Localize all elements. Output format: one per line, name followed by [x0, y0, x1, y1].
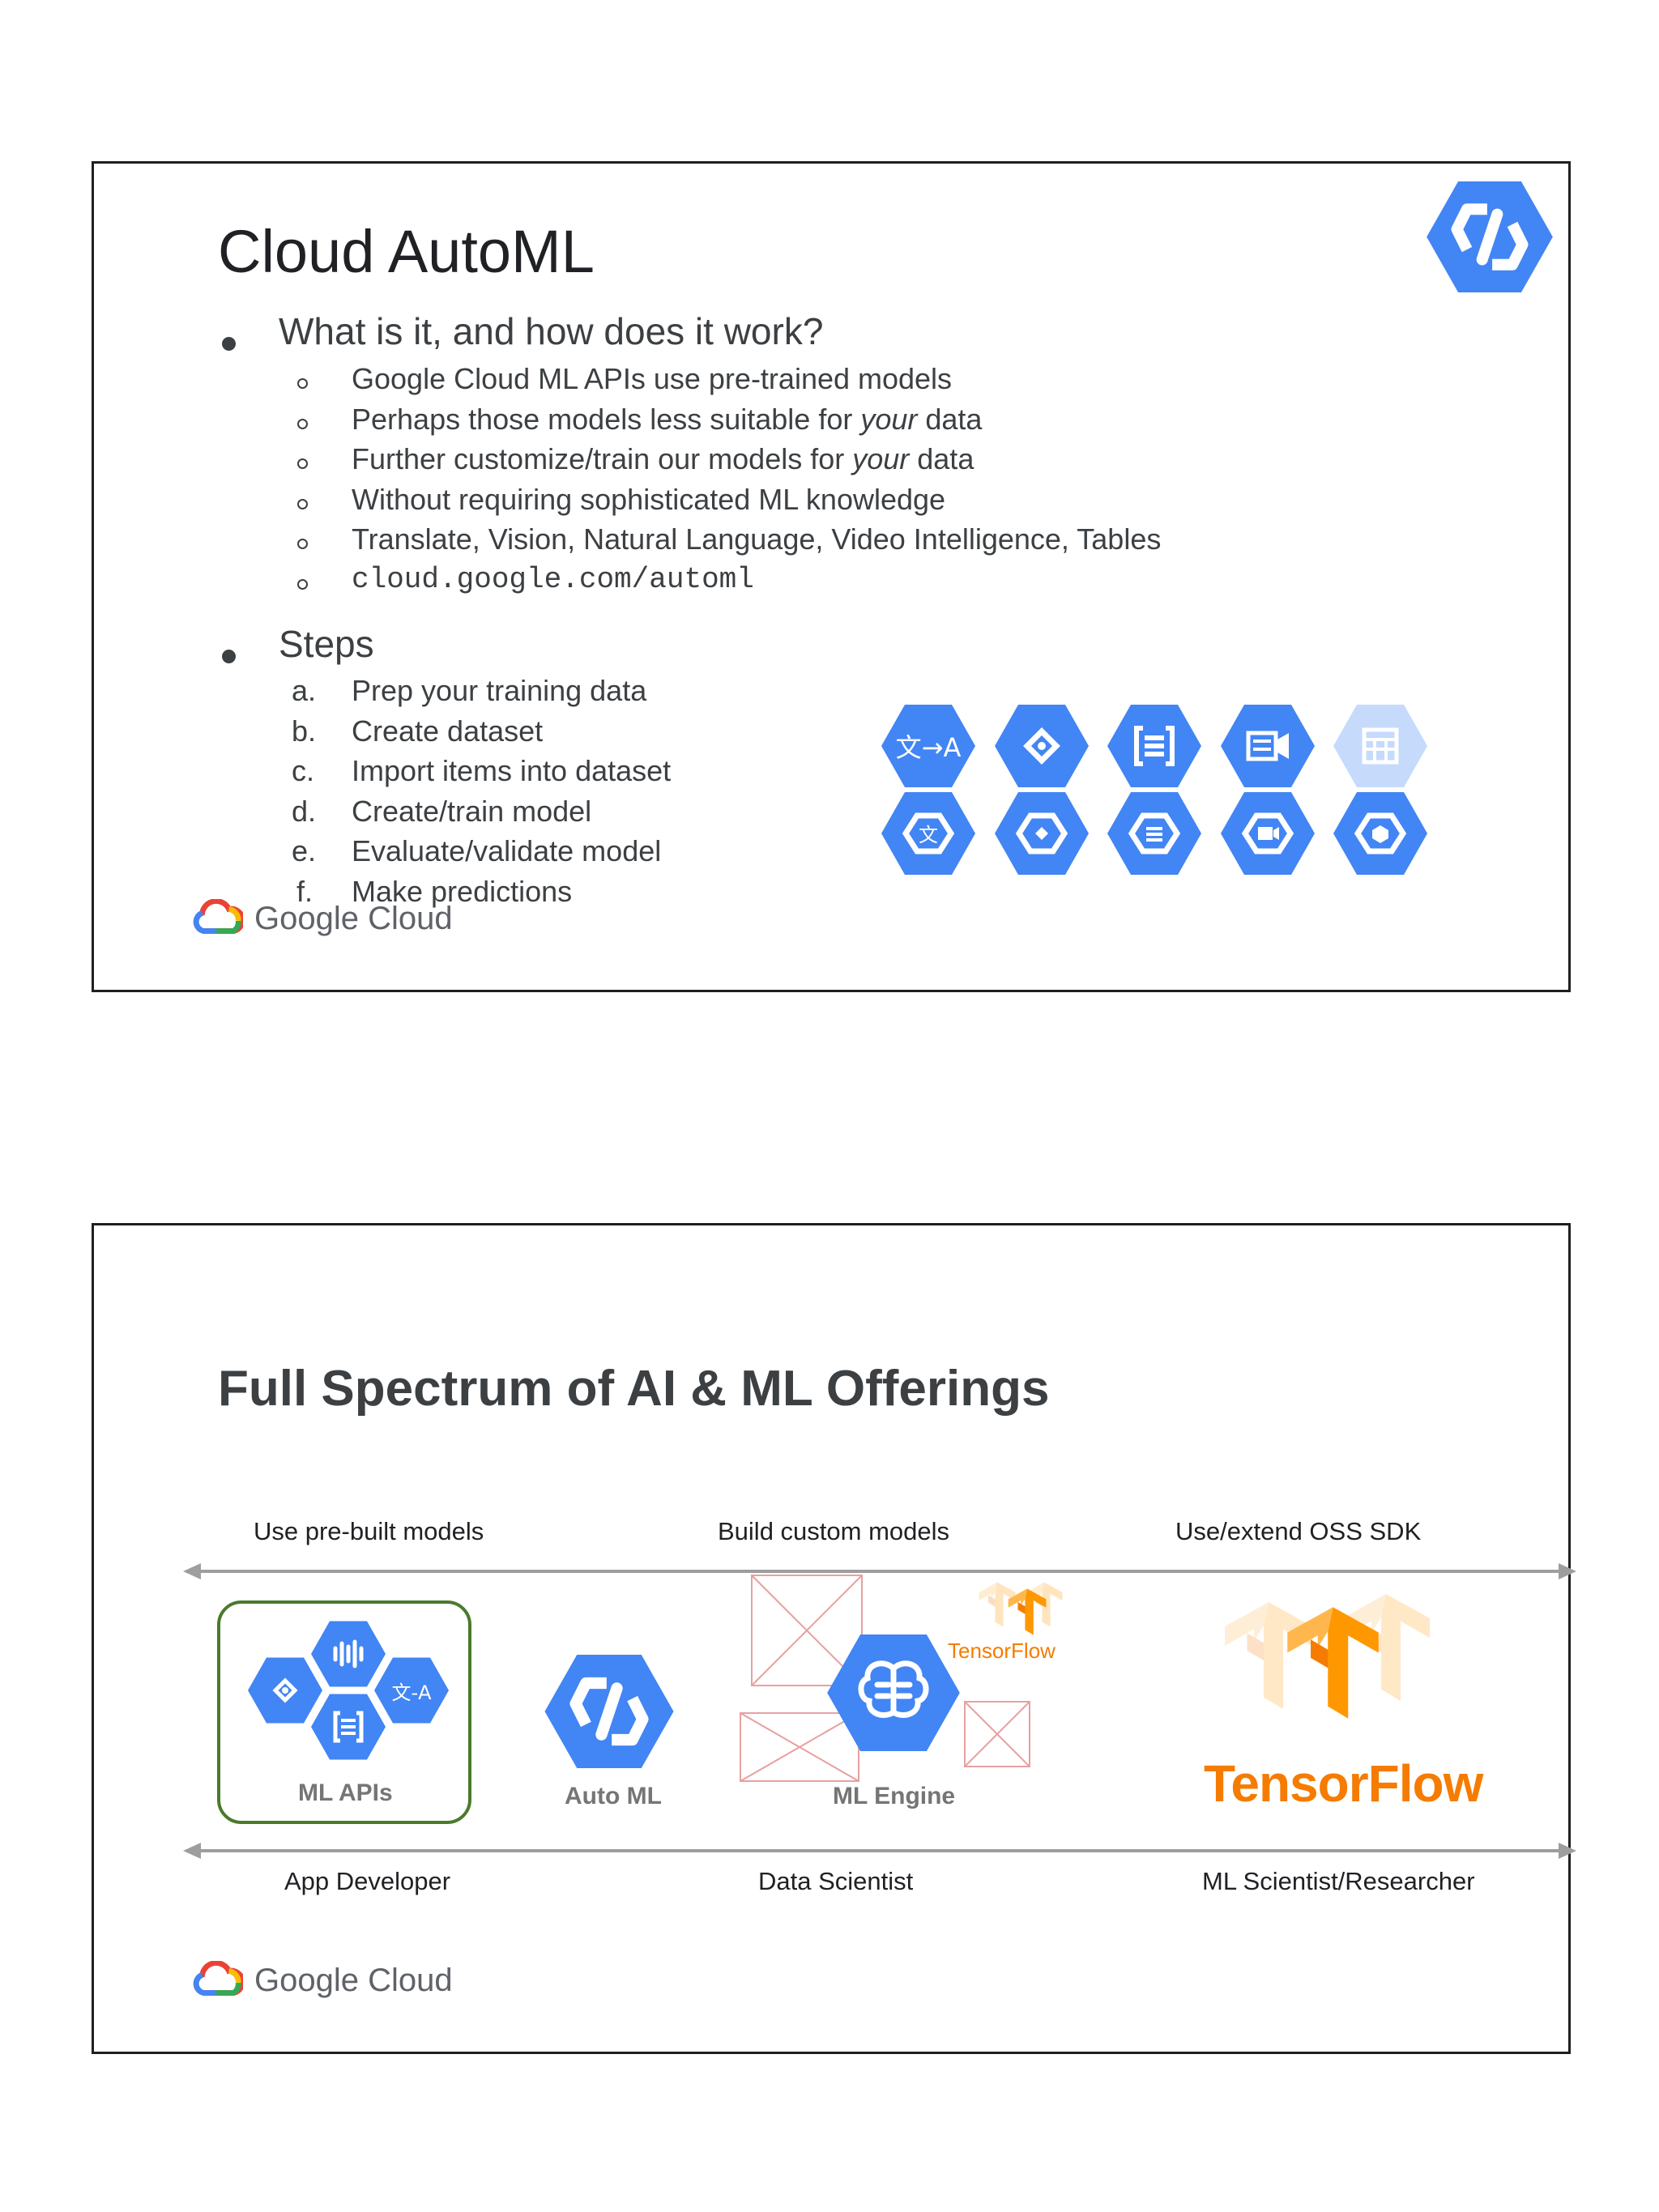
tensorflow-small-wordmark: TensorFlow [948, 1639, 1056, 1663]
sub-bullet-icon [297, 499, 308, 509]
sub-bullet-icon [297, 378, 308, 389]
automl-url: cloud.google.com/automl [352, 563, 754, 596]
automl-video-icon [1221, 791, 1315, 876]
ml-apis-box [217, 1600, 471, 1824]
step-marker: e. [292, 834, 317, 867]
placeholder-image-icon [964, 1701, 1030, 1767]
step-text: Create dataset [352, 714, 544, 748]
label-ml-scientist: ML Scientist/Researcher [1202, 1867, 1475, 1895]
double-arrow-top [183, 1563, 1576, 1579]
step-marker: b. [292, 714, 317, 748]
tensorflow-wordmark: TensorFlow [1204, 1754, 1483, 1813]
sub-item-2: Perhaps those models less suitable for y… [352, 403, 983, 436]
step-text: Create/train model [352, 795, 592, 828]
automl-vision-icon [995, 791, 1089, 876]
bullet-dot-icon [222, 650, 236, 663]
google-cloud-wordmark: Google Cloud [254, 900, 453, 936]
natural-language-small-icon [311, 1694, 386, 1760]
label-use-extend-oss: Use/extend OSS SDK [1175, 1517, 1422, 1545]
google-cloud-logo: Google Cloud [193, 899, 453, 938]
vision-api-icon [995, 704, 1089, 788]
step-text: Prep your training data [352, 674, 647, 707]
slide2-title: Full Spectrum of AI & ML Offerings [218, 1361, 1050, 1417]
bullet-steps: Steps [279, 623, 374, 665]
google-cloud-wordmark: Google Cloud [254, 1962, 453, 1998]
tables-api-icon [1333, 704, 1427, 788]
ml-engine-label: ML Engine [833, 1783, 956, 1809]
automl-logo-icon [1427, 181, 1553, 292]
sub-item-5: Translate, Vision, Natural Language, Vid… [352, 522, 1162, 556]
sub-item-3: Further customize/train our models for y… [352, 442, 975, 475]
translation-small-glyph: 文-A [391, 1681, 432, 1704]
step-marker: c. [292, 754, 315, 787]
automl-tables-icon [1333, 791, 1427, 876]
automl-translation-icon: 文 [881, 791, 975, 876]
slide-cloud-automl: Cloud AutoML What is it, and how does it… [92, 161, 1571, 992]
sub-bullet-icon [297, 458, 308, 469]
label-build-custom: Build custom models [718, 1517, 950, 1545]
google-cloud-icon [193, 1961, 243, 2000]
step-text: Import items into dataset [352, 754, 672, 787]
label-data-scientist: Data Scientist [758, 1867, 914, 1895]
video-intelligence-api-icon [1221, 704, 1315, 788]
slide1-title: Cloud AutoML [218, 218, 595, 285]
vision-api-small-icon [248, 1657, 322, 1724]
step-marker: f. [296, 875, 313, 908]
label-use-prebuilt: Use pre-built models [254, 1517, 484, 1545]
automl-natural-language-icon [1107, 791, 1201, 876]
ml-engine-brain-icon [827, 1634, 960, 1751]
bullet-dot-icon [222, 337, 236, 351]
sub-item-4: Without requiring sophisticated ML knowl… [352, 483, 946, 516]
tensorflow-small-ghost-icon [979, 1582, 1063, 1635]
sub-bullet-icon [297, 579, 308, 590]
google-cloud-icon [193, 899, 243, 938]
auto-ml-label: Auto ML [565, 1783, 662, 1809]
automl-product-icon [544, 1655, 674, 1768]
translation-glyph: 文→A [895, 732, 962, 763]
step-marker: d. [292, 795, 317, 828]
google-cloud-logo: Google Cloud [193, 1961, 453, 2000]
sub-bullet-icon [297, 539, 308, 549]
step-text: Evaluate/validate model [352, 834, 662, 867]
speech-api-icon [311, 1621, 386, 1687]
bullet-what-is-it: What is it, and how does it work? [279, 310, 824, 352]
step-marker: a. [292, 674, 317, 707]
label-app-developer: App Developer [284, 1867, 451, 1895]
double-arrow-bottom [183, 1843, 1576, 1859]
slide-full-spectrum: Full Spectrum of AI & ML Offerings Use p… [92, 1223, 1576, 2054]
translation-api-icon: 文→A [881, 704, 975, 788]
sub-item-1: Google Cloud ML APIs use pre-trained mod… [352, 362, 953, 395]
sub-bullet-icon [297, 419, 308, 429]
translation-api-small-icon: 文-A [374, 1657, 449, 1724]
tensorflow-logo-icon [1225, 1594, 1430, 1719]
ml-apis-label: ML APIs [298, 1779, 393, 1806]
step-text: Make predictions [352, 875, 573, 908]
svg-text:文: 文 [919, 824, 938, 846]
natural-language-api-icon [1107, 704, 1201, 788]
